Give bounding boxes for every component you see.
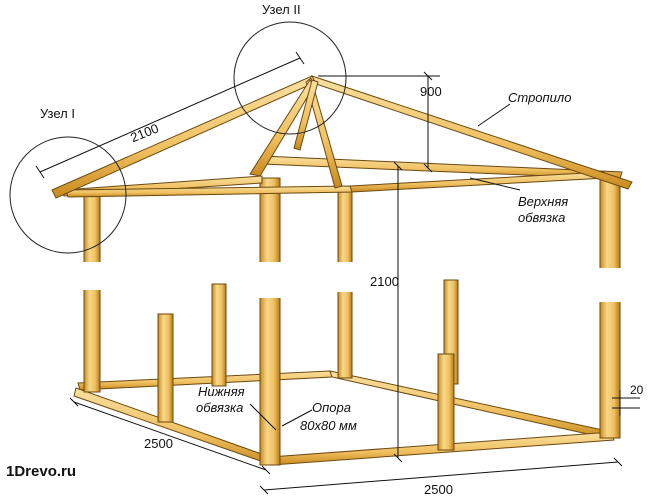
post-corner-left bbox=[83, 189, 101, 393]
bottom-frame-label-1: Нижняя bbox=[198, 384, 245, 399]
dim-ridge-height: 900 bbox=[420, 84, 442, 99]
dimension-lines bbox=[35, 51, 640, 495]
rafter-label: Стропило bbox=[508, 90, 571, 105]
rafter-center-back bbox=[305, 77, 343, 189]
post-label-2: 80x80 мм bbox=[300, 418, 357, 433]
top-frame-label-2: обвязка bbox=[518, 210, 565, 225]
post-label-1: Опора bbox=[312, 400, 351, 415]
post-intermediate-1 bbox=[211, 283, 227, 387]
bottom-beam-back-right bbox=[329, 370, 613, 440]
node2-label: Узел II bbox=[262, 2, 301, 17]
dim-width-left: 2500 bbox=[144, 436, 173, 451]
top-frame-label-1: Верхняя bbox=[518, 194, 568, 209]
post-corner-right bbox=[599, 175, 621, 439]
site-watermark: 1Drevo.ru bbox=[6, 463, 76, 480]
node1-label: Узел I bbox=[40, 106, 75, 121]
top-frame bbox=[61, 155, 623, 198]
node1-circle bbox=[9, 136, 127, 254]
posts bbox=[83, 175, 621, 466]
post-intermediate-2 bbox=[157, 313, 174, 423]
dim-base-offset: 20 bbox=[630, 383, 644, 397]
dim-width-bottom: 2500 bbox=[424, 482, 453, 497]
post-breaks bbox=[80, 262, 624, 302]
rafters bbox=[51, 75, 633, 199]
bottom-frame-label-2: обвязка bbox=[196, 400, 243, 415]
top-beam-right bbox=[349, 171, 607, 193]
post-corner-front bbox=[259, 177, 281, 466]
rafter-center-right bbox=[293, 79, 319, 151]
dim-rafter-length: 2100 bbox=[128, 120, 160, 145]
post-intermediate-4 bbox=[437, 353, 455, 451]
dim-post-height: 2100 bbox=[370, 274, 399, 289]
node2-circle bbox=[233, 21, 347, 135]
